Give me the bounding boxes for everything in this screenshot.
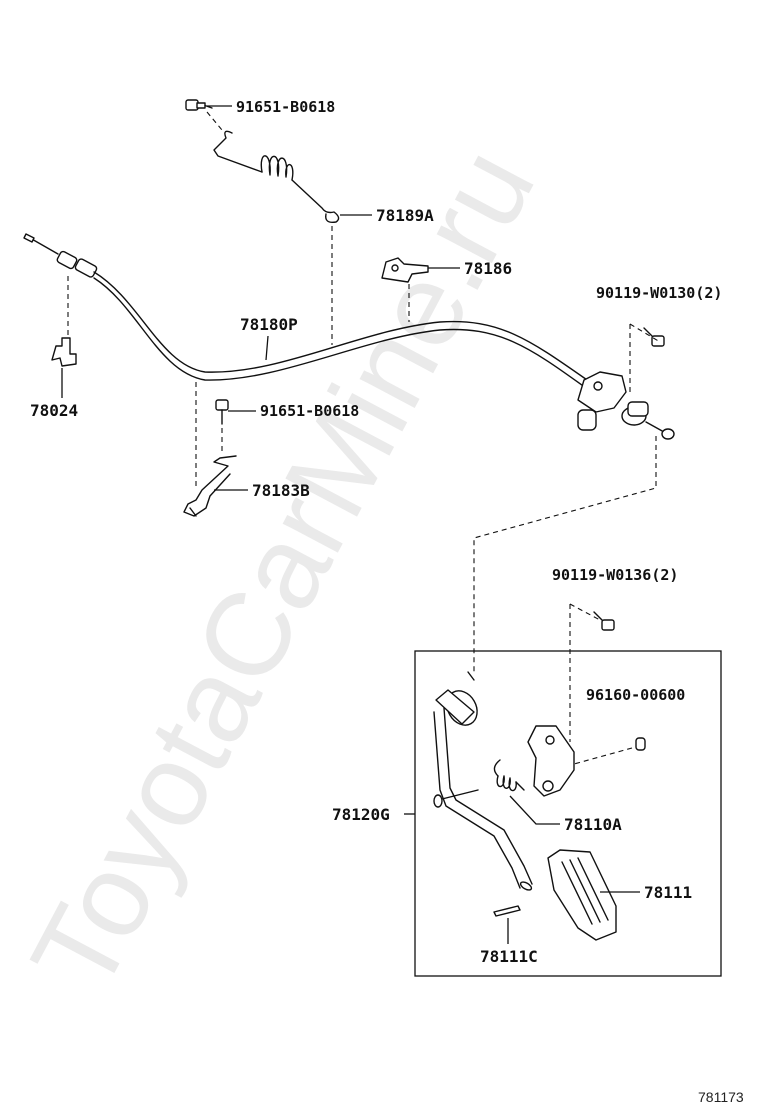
label-78110a[interactable]: 78110A (564, 815, 622, 834)
clip-78024[interactable] (51, 337, 77, 367)
label-90119-w0136[interactable]: 90119-W0136(2) (552, 566, 678, 584)
cable-bracket-end[interactable] (577, 371, 675, 440)
cable-78180p[interactable] (23, 233, 591, 389)
pedal-pad-78111[interactable] (547, 849, 617, 941)
label-78111c[interactable]: 78111C (480, 947, 538, 966)
bolt-90119-w0130[interactable] (643, 327, 665, 347)
label-78186[interactable]: 78186 (464, 259, 512, 278)
clamp-78186[interactable] (381, 257, 429, 283)
label-78183b[interactable]: 78183B (252, 481, 310, 500)
label-91651-b0618-top[interactable]: 91651-B0618 (236, 98, 335, 116)
label-78189a[interactable]: 78189A (376, 206, 434, 225)
bolt-91651-top[interactable] (185, 99, 213, 111)
ring-96160-00600[interactable] (635, 737, 646, 751)
pedal-arm-78120g[interactable] (433, 671, 533, 892)
pin-78111c[interactable] (493, 905, 521, 917)
label-96160-00600[interactable]: 96160-00600 (586, 686, 685, 704)
label-78111[interactable]: 78111 (644, 883, 692, 902)
bolt-90119-w0136[interactable] (593, 611, 615, 631)
label-78120g[interactable]: 78120G (332, 805, 390, 824)
bolt-91651-mid[interactable] (215, 399, 229, 425)
bracket-78110a[interactable] (493, 725, 575, 797)
label-78024[interactable]: 78024 (30, 401, 78, 420)
label-91651-b0618-mid[interactable]: 91651-B0618 (260, 402, 359, 420)
label-78180p[interactable]: 78180P (240, 315, 298, 334)
label-90119-w0130[interactable]: 90119-W0130(2) (596, 284, 722, 302)
spring-78189a[interactable] (213, 130, 340, 224)
diagram-ref-number: 781173 (698, 1089, 744, 1105)
clip-78183b[interactable] (183, 455, 237, 517)
